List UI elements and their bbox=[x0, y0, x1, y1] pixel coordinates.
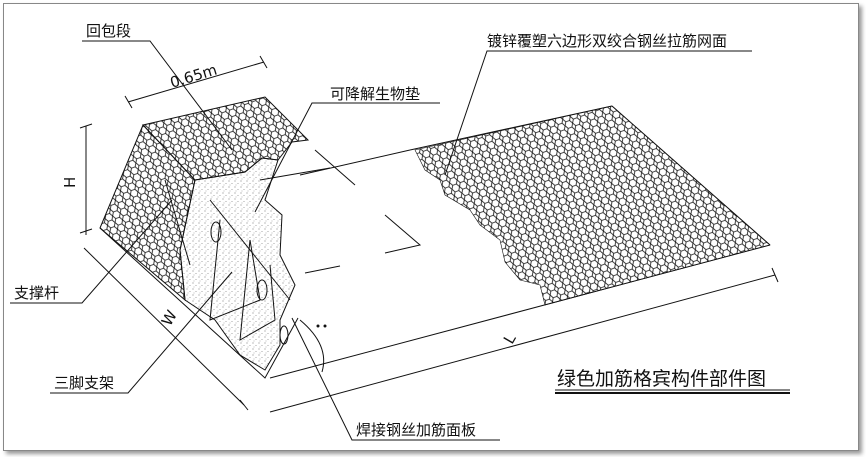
leader-lines bbox=[10, 40, 790, 441]
hex-mesh-region bbox=[414, 105, 771, 306]
dim-h-label: H bbox=[61, 177, 79, 188]
label-mesh-surface: 镀锌覆塑六边形双绞合钢丝拉筋网面 bbox=[487, 32, 727, 50]
dim-w-label: W bbox=[158, 307, 181, 329]
label-welded-panel: 焊接钢丝加筋面板 bbox=[356, 421, 476, 439]
diagram-title: 绿色加筋格宾构件部件图 bbox=[557, 368, 766, 390]
dim-065m-label: 0.65m bbox=[168, 61, 219, 92]
dim-l-label: L bbox=[500, 330, 520, 347]
angle-marker-dots bbox=[316, 324, 327, 328]
label-support-rod: 支撑杆 bbox=[14, 284, 59, 302]
dimension-lines bbox=[79, 55, 779, 413]
label-bio-mat: 可降解生物垫 bbox=[330, 85, 420, 103]
label-tripod: 三脚支架 bbox=[54, 374, 114, 392]
label-return-section: 回包段 bbox=[86, 22, 131, 40]
gabion-box bbox=[99, 96, 310, 379]
